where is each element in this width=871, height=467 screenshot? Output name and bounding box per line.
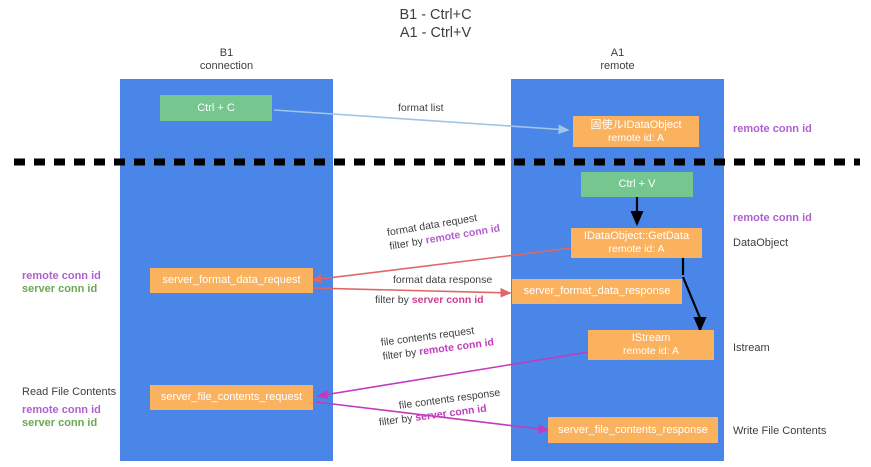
box-server-format-data-response[interactable]: server_format_data_response (512, 279, 682, 304)
filter-key-server-conn-id: server conn id (411, 294, 484, 306)
edge-label-file-contents-response: file contents response filter by server … (378, 387, 501, 429)
column-header-b1-name: B1 (219, 47, 234, 59)
annotation-left-server-conn-id-bottom: server conn id (22, 417, 98, 429)
filter-prefix: filter by (378, 411, 417, 429)
edge-label-format-data-response-filter: filter by server conn id (375, 293, 492, 307)
box-idataobject-sub: remote id: A (607, 131, 665, 144)
box-ctrl-c-label: Ctrl + C (197, 101, 235, 114)
edge-label-file-contents-request: file contents request filter by remote c… (380, 325, 494, 364)
box-server-format-data-request-label: server_format_data_request (162, 274, 301, 286)
column-header-a1-subtitle: remote (600, 60, 635, 72)
box-server-file-contents-response[interactable]: server_file_contents_response (548, 417, 718, 443)
column-header-b1: B1 connection (120, 47, 333, 73)
edge-label-format-data-request: format data request filter by remote con… (386, 212, 501, 254)
box-getdata-label: IDataObject::GetData (583, 230, 690, 242)
annotation-remote-conn-id-mid: remote conn id (733, 212, 812, 224)
annotation-left-remote-conn-id-mid: remote conn id (22, 270, 101, 282)
edge-label-format-data-response: format data response filter by server co… (375, 273, 493, 307)
box-ctrl-v-label: Ctrl + V (618, 178, 656, 190)
annotation-read-file-contents: Read File Contents (22, 386, 117, 398)
title-line-1: B1 - Ctrl+C (399, 7, 472, 23)
annotation-dataobject: DataObject (733, 237, 789, 249)
column-header-a1-name: A1 (610, 47, 625, 59)
box-server-file-contents-request-label: server_file_contents_request (160, 391, 303, 403)
annotation-left-remote-conn-id-bottom: remote conn id (22, 404, 101, 416)
box-server-format-data-response-label: server_format_data_response (523, 285, 671, 297)
edge-label-format-data-response-text: format data response (393, 274, 493, 286)
page-title: B1 - Ctrl+C A1 - Ctrl+V (0, 6, 871, 42)
box-idataobject-label: 固使ルIDataObject (590, 118, 682, 131)
box-server-file-contents-response-label: server_file_contents_response (558, 423, 708, 436)
box-ctrl-c[interactable]: Ctrl + C (160, 95, 272, 121)
box-idataobject[interactable]: 固使ルIDataObject remote id: A (573, 116, 699, 147)
filter-prefix: filter by (381, 346, 420, 363)
title-line-2: A1 - Ctrl+V (399, 25, 472, 41)
box-ctrl-v[interactable]: Ctrl + V (581, 172, 693, 197)
annotation-remote-conn-id-top: remote conn id (733, 123, 812, 135)
edge-label-format-list: format list (398, 101, 444, 115)
column-header-b1-subtitle: connection (199, 60, 254, 72)
annotation-left-server-conn-id-mid: server conn id (22, 283, 98, 295)
annotation-istream: Istream (733, 342, 770, 354)
column-header-a1: A1 remote (511, 47, 724, 73)
filter-prefix: filter by (375, 294, 412, 306)
box-server-file-contents-request[interactable]: server_file_contents_request (150, 385, 313, 410)
box-getdata[interactable]: IDataObject::GetData remote id: A (571, 228, 702, 258)
edge-label-format-list-text: format list (398, 102, 444, 114)
box-getdata-sub: remote id: A (608, 243, 665, 255)
box-server-format-data-request[interactable]: server_format_data_request (150, 268, 313, 293)
box-istream-sub: remote id: A (622, 345, 680, 357)
box-istream-label: IStream (631, 332, 671, 344)
annotation-write-file-contents: Write File Contents (733, 425, 827, 437)
box-istream[interactable]: IStream remote id: A (588, 330, 714, 360)
